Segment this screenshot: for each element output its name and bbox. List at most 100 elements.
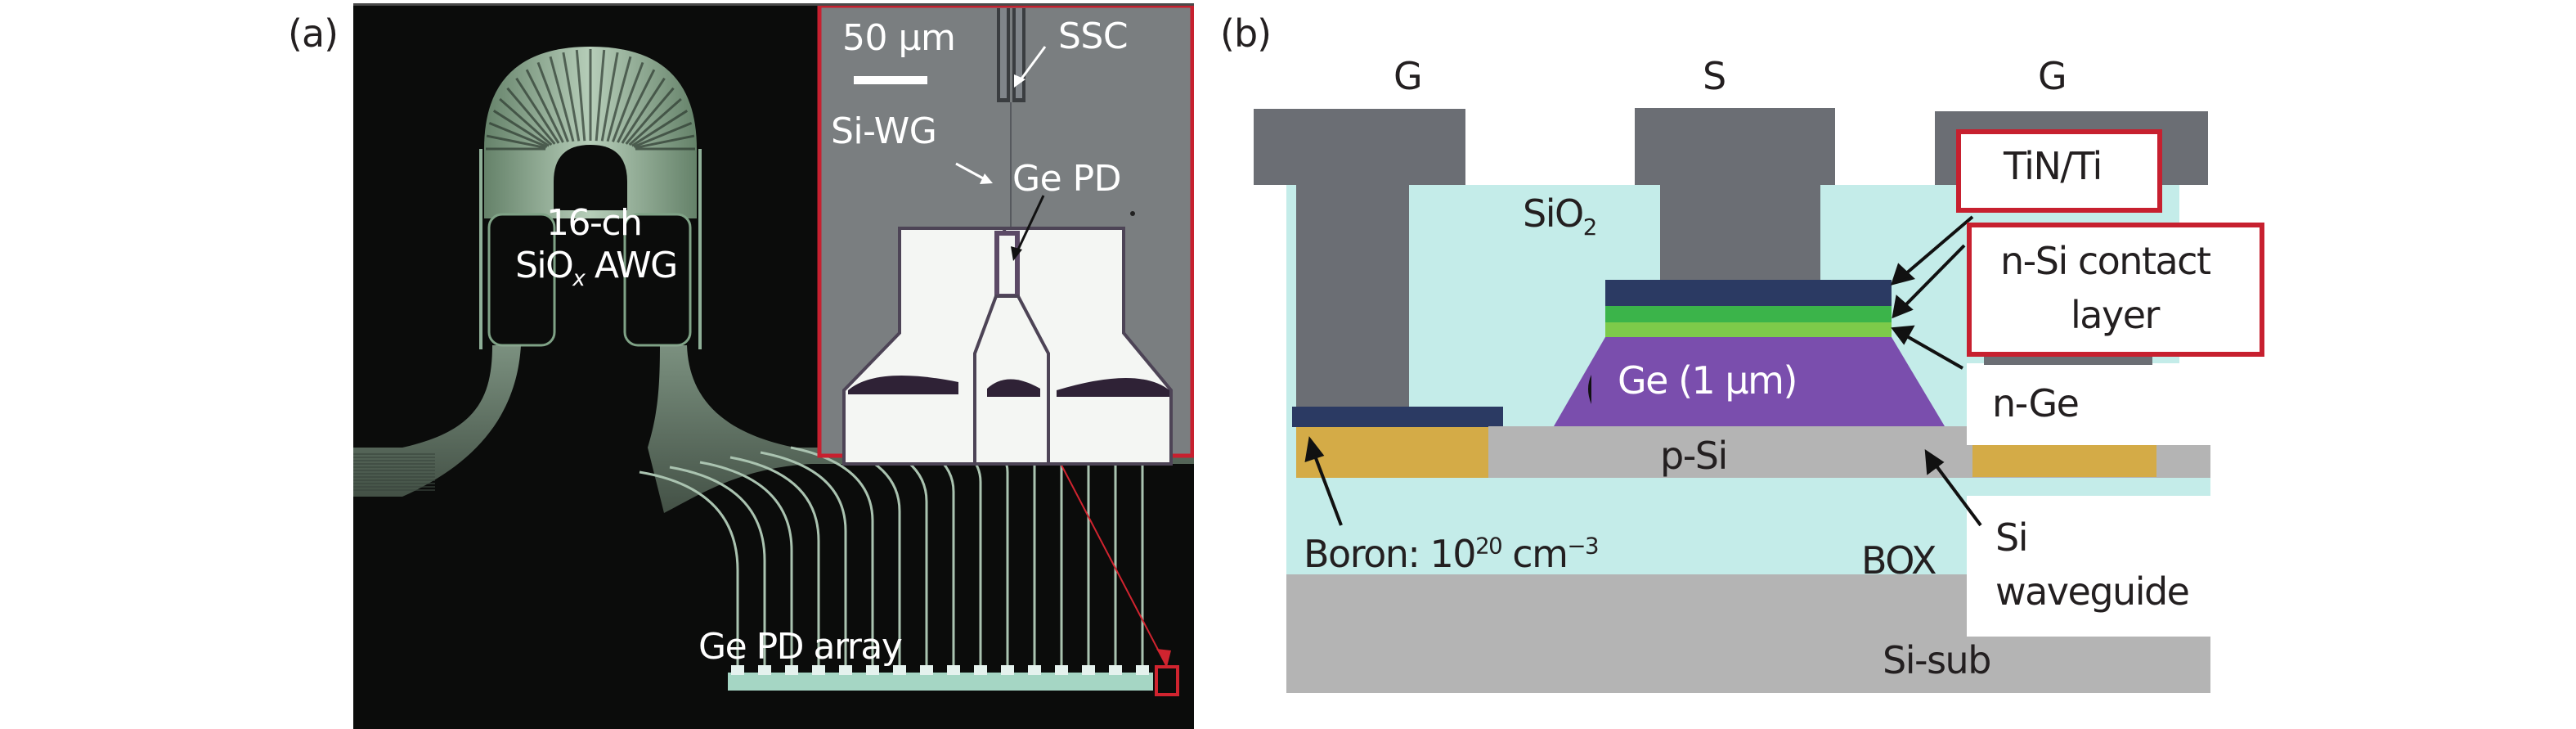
tin-ti-callout-box (1956, 129, 2162, 213)
photodetector (1055, 665, 1068, 675)
metal-pad-s (1635, 108, 1835, 185)
awg-fan-line (488, 122, 548, 148)
awg-fan-line (562, 52, 581, 142)
n-si-contact-label-line1: n-Si contact (2000, 239, 2211, 283)
scale-bar (854, 76, 927, 84)
awg-label-line2: SiOx AWG (515, 245, 678, 291)
awg-fan-line (499, 97, 553, 146)
boron-label: Boron: 1020 cm−3 (1304, 532, 1600, 576)
awg-label-sio: SiO (515, 245, 574, 286)
si-substrate-right (1967, 637, 2210, 693)
n-si-contact-layer (1605, 306, 1892, 322)
n-si-contact-label-line2: layer (2071, 293, 2160, 337)
awg-fan-line (617, 69, 656, 143)
callout-arrows (1304, 215, 1982, 527)
awg-fan-line (633, 122, 693, 148)
awg-fan-line (595, 49, 606, 142)
awg-fan-line (635, 134, 695, 150)
photodetector (920, 665, 933, 675)
photodetector (839, 665, 852, 675)
box-layer (1286, 478, 1967, 574)
photodetector (866, 665, 879, 675)
panel-b-label: (b) (1220, 11, 1272, 56)
photodetector (1028, 665, 1041, 675)
si-wg-label: Si-WG (831, 110, 937, 152)
si-waveguide-label-line2: waveguide (1995, 569, 2190, 614)
photodetector (812, 665, 825, 675)
awg-label-sub-x: x (572, 265, 586, 291)
tin-ti-layer-left (1292, 407, 1503, 427)
photodetector (731, 665, 744, 675)
awg-label-line1: 16-ch (546, 202, 643, 244)
awg-star-coupler-left (487, 213, 556, 347)
inset-magnified-pd (817, 6, 1194, 466)
n-ge-layer (1605, 322, 1892, 337)
pd-routing-waveguide (639, 470, 739, 670)
awg-arrayed-waveguides (484, 47, 697, 218)
pd-routing-waveguide (760, 451, 847, 670)
ge-pd-array-label: Ge PD array (698, 626, 903, 668)
si-sub-label: Si-sub (1883, 638, 1991, 682)
awg-fan-line (606, 56, 632, 142)
ge-absorber (1554, 337, 1945, 426)
awg-fan-line (628, 97, 682, 146)
micrograph-drawing (353, 6, 1194, 696)
awg-fan-line (600, 52, 619, 142)
sio2-label-sub: 2 (1582, 214, 1598, 241)
photodetector (1001, 665, 1014, 675)
awg-star-coupler-right (623, 213, 692, 347)
pd-routing-waveguide (699, 461, 793, 670)
p-si-layer (1488, 426, 1967, 478)
awg-fan-line (515, 77, 560, 144)
pd-array-bar (728, 673, 1153, 691)
boron-region-right (1972, 445, 2156, 477)
photodetector (974, 665, 987, 675)
awg-input-waveguide-bundle (353, 345, 521, 497)
metal-via-s (1660, 185, 1820, 280)
photodetector (947, 665, 960, 675)
si-waveguide-label-line1: Si (1995, 515, 2028, 560)
metal-pad-g-left (1254, 109, 1465, 185)
boron-label-exp: 20 (1475, 532, 1503, 560)
pd-routing-waveguide (669, 466, 766, 670)
awg-label-awg: AWG (584, 245, 678, 286)
photodetector (1136, 665, 1149, 675)
n-si-contact-callout-box (1967, 223, 2264, 357)
p-si-label: p-Si (1660, 434, 1728, 478)
photodetector (1109, 665, 1122, 675)
scale-bar-label: 50 µm (842, 17, 956, 59)
awg-fan-line (612, 61, 644, 142)
electrode-label-g-left: G (1393, 54, 1423, 98)
sio2-label-main: SiO (1523, 191, 1584, 236)
awg-fan-line (486, 134, 546, 150)
box-label: BOX (1861, 538, 1937, 583)
awg-fan-line (525, 69, 564, 143)
photodetector (1082, 665, 1095, 675)
ssc-label: SSC (1058, 16, 1129, 57)
electrode-label-s: S (1703, 54, 1726, 98)
photodetector (785, 665, 798, 675)
n-ge-label: n-Ge (1992, 381, 2080, 425)
boron-label-unit-exp: −3 (1567, 532, 1599, 560)
zoom-pointer-line (1056, 455, 1168, 668)
boron-region-left (1296, 427, 1488, 478)
electrode-label-g-right: G (2038, 54, 2067, 98)
boron-label-main: Boron: 10 (1304, 532, 1477, 576)
pd-routing-waveguide (790, 446, 874, 670)
panel-a-label: (a) (288, 11, 339, 56)
sio2-label: SiO2 (1523, 191, 1598, 241)
ge-dark-spot (1588, 375, 1591, 404)
micrograph-awg-pd-array: 16-ch SiOx AWG Ge PD array 50 µm SSC Si-… (353, 3, 1194, 729)
ge-pd-label: Ge PD (1012, 158, 1122, 200)
tin-ti-layer (1605, 280, 1892, 306)
si-substrate (1286, 574, 1967, 693)
awg-fan-line (492, 110, 550, 147)
awg-fan-line (621, 77, 666, 144)
awg-fan-line (506, 87, 556, 145)
ge-label: Ge (1 µm) (1618, 358, 1797, 403)
awg-fan-line (549, 56, 575, 142)
awg-fan-line (575, 49, 586, 142)
metal-via-g-left (1296, 185, 1409, 407)
box-layer-right (1967, 478, 2210, 496)
